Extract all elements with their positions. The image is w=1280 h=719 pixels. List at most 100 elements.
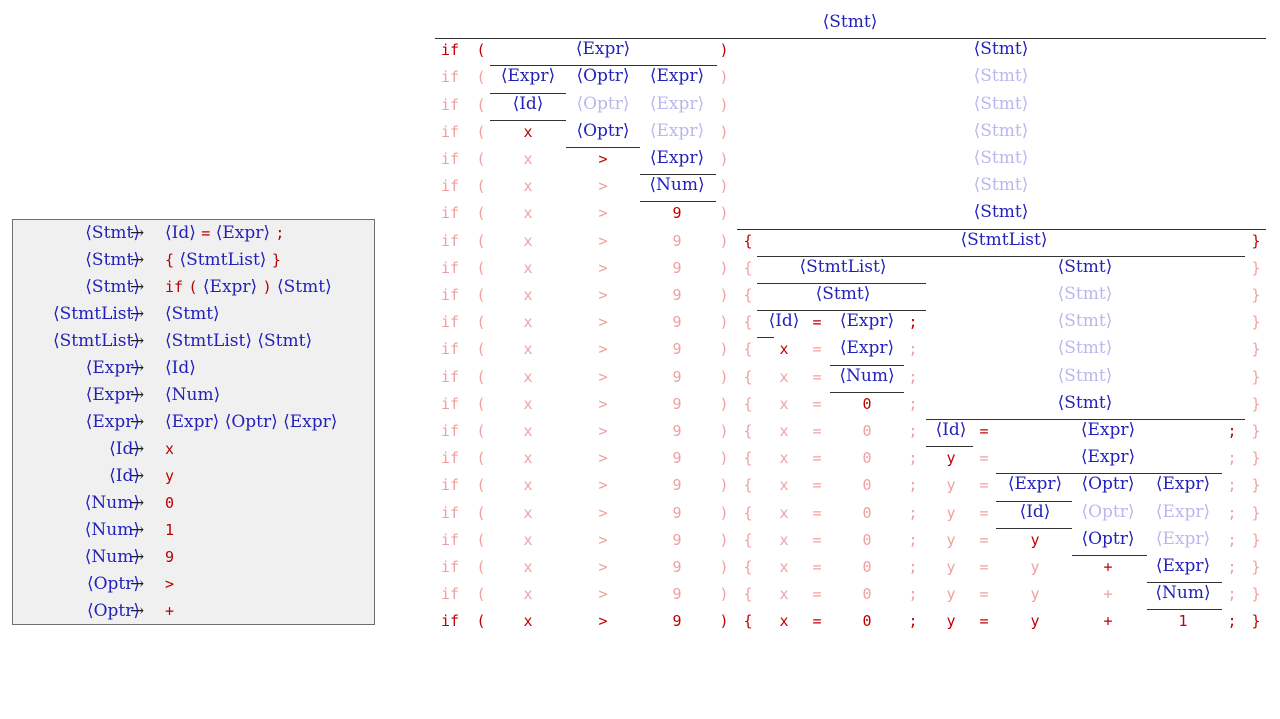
nonterminal-symbol: ⟨Expr⟩: [839, 311, 895, 332]
terminal-symbol: x: [779, 612, 789, 631]
derives-arrow: →: [130, 250, 145, 270]
terminal-symbol: }: [1251, 367, 1261, 386]
terminal-symbol: =: [979, 422, 989, 440]
terminal-symbol: +: [165, 602, 175, 620]
terminal-symbol: +: [1103, 558, 1113, 576]
expansion-underline: [1147, 582, 1222, 584]
derives-arrow: →: [130, 439, 145, 459]
expansion-underline: [996, 500, 1072, 502]
terminal-symbol: if: [440, 313, 460, 332]
rule-rhs: >: [165, 574, 174, 594]
terminal-symbol: 9: [672, 449, 682, 468]
terminal-symbol: {: [743, 340, 753, 359]
terminal-symbol: {: [743, 530, 753, 549]
rule-lhs: ⟨Stmt⟩: [85, 277, 140, 297]
terminal-symbol: ;: [908, 340, 918, 359]
terminal-symbol: {: [743, 258, 753, 277]
terminal-symbol: if: [440, 286, 460, 304]
nonterminal-symbol: ⟨Expr⟩: [165, 412, 220, 432]
terminal-symbol: if: [440, 422, 460, 440]
nonterminal-symbol: ⟨Stmt⟩: [1057, 365, 1113, 386]
terminal-symbol: }: [1251, 422, 1261, 440]
terminal-symbol: 9: [672, 340, 682, 359]
terminal-symbol: =: [979, 558, 989, 576]
terminal-symbol: x: [523, 177, 533, 196]
terminal-symbol: ;: [1227, 422, 1237, 440]
terminal-symbol: }: [1251, 503, 1261, 522]
terminal-symbol: >: [598, 204, 608, 223]
terminal-symbol: ): [719, 177, 729, 196]
terminal-symbol: 9: [672, 530, 682, 549]
terminal-symbol: }: [1251, 476, 1261, 495]
derives-arrow: →: [130, 385, 145, 405]
terminal-symbol: x: [779, 558, 789, 576]
terminal-symbol: =: [812, 367, 822, 386]
derives-arrow: →: [130, 601, 145, 621]
terminal-symbol: =: [979, 612, 989, 631]
terminal-symbol: =: [979, 585, 989, 604]
terminal-symbol: (: [476, 503, 486, 522]
terminal-symbol: }: [1251, 530, 1261, 549]
terminal-symbol: x: [779, 340, 789, 359]
nonterminal-symbol: ⟨Optr⟩: [86, 574, 140, 594]
terminal-symbol: y: [946, 503, 956, 522]
expansion-underline: [757, 255, 1245, 257]
grammar-rule: ⟨Num⟩→9: [13, 544, 374, 571]
terminal-symbol: ;: [1227, 476, 1237, 495]
nonterminal-symbol: ⟨StmtList⟩: [53, 331, 140, 351]
terminal-symbol: >: [598, 258, 608, 277]
expansion-underline: [490, 119, 566, 121]
nonterminal-symbol: ⟨Stmt⟩: [1057, 284, 1113, 304]
terminal-symbol: if: [440, 177, 460, 196]
terminal-symbol: {: [743, 558, 753, 576]
terminal-symbol: =: [979, 503, 989, 522]
grammar-rule: ⟨Num⟩→1: [13, 517, 374, 544]
terminal-symbol: y: [946, 530, 956, 549]
terminal-symbol: >: [598, 367, 608, 386]
nonterminal-symbol: ⟨Num⟩: [165, 385, 221, 405]
expansion-underline: [830, 364, 904, 366]
terminal-symbol: =: [812, 313, 822, 332]
nonterminal-symbol: ⟨Expr⟩: [85, 358, 140, 378]
rule-rhs: ⟨Id⟩ = ⟨Expr⟩ ;: [165, 223, 284, 243]
terminal-symbol: ): [719, 449, 729, 468]
terminal-symbol: if: [440, 340, 460, 359]
terminal-symbol: ): [719, 95, 729, 114]
terminal-symbol: (: [476, 122, 486, 141]
terminal-symbol: =: [812, 340, 822, 359]
terminal-symbol: }: [1251, 612, 1261, 631]
terminal-symbol: if: [440, 41, 460, 60]
derives-arrow: →: [130, 331, 145, 351]
terminal-symbol: (: [476, 394, 486, 413]
nonterminal-symbol: ⟨Stmt⟩: [973, 120, 1029, 141]
terminal-symbol: x: [523, 122, 533, 141]
terminal-symbol: x: [523, 367, 533, 386]
expansion-underline: [926, 446, 973, 448]
nonterminal-symbol: ⟨Stmt⟩: [815, 284, 871, 304]
terminal-symbol: 0: [862, 476, 872, 495]
nonterminal-symbol: ⟨Expr⟩: [839, 338, 895, 359]
terminal-symbol: (: [476, 204, 486, 223]
terminal-symbol: 9: [165, 548, 175, 566]
terminal-symbol: >: [598, 585, 608, 604]
terminal-symbol: x: [779, 367, 789, 386]
derives-arrow: →: [130, 466, 145, 486]
terminal-symbol: {: [743, 286, 753, 304]
nonterminal-symbol: ⟨StmtList⟩: [53, 304, 140, 324]
nonterminal-symbol: ⟨Expr⟩: [1155, 528, 1211, 549]
derives-arrow: →: [130, 412, 145, 432]
terminal-symbol: 9: [672, 422, 682, 440]
terminal-symbol: ): [719, 286, 729, 304]
nonterminal-symbol: ⟨Expr⟩: [85, 412, 140, 432]
terminal-symbol: (: [476, 367, 486, 386]
terminal-symbol: x: [523, 612, 533, 631]
terminal-symbol: {: [743, 476, 753, 495]
rule-rhs: ⟨StmtList⟩ ⟨Stmt⟩: [165, 331, 312, 351]
nonterminal-symbol: ⟨Expr⟩: [500, 66, 556, 87]
rule-rhs: ⟨Id⟩: [165, 358, 196, 378]
nonterminal-symbol: ⟨Stmt⟩: [1057, 256, 1113, 277]
nonterminal-symbol: ⟨Num⟩: [84, 493, 140, 513]
root-nonterminal: ⟨Stmt⟩: [822, 12, 878, 32]
terminal-symbol: (: [476, 449, 486, 468]
terminal-symbol: x: [523, 340, 533, 359]
